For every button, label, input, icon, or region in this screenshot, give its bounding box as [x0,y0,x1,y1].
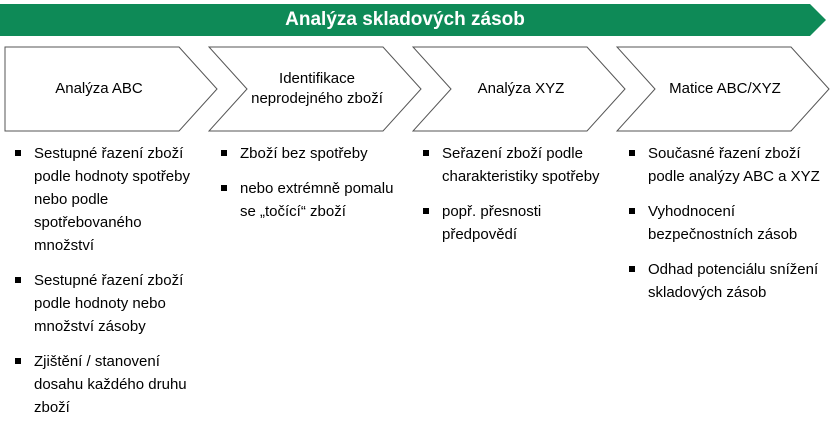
step-3-chevron [412,46,626,132]
column-4: Současné řazení zboží podle analýzy ABC … [626,142,836,316]
step-1-label: Analýza ABC [55,80,143,97]
banner [0,4,826,36]
list-item: popř. přesnosti předpovědí [420,200,605,246]
column-4-list: Současné řazení zboží podle analýzy ABC … [626,142,836,304]
step-3-label: Analýza XYZ [477,80,565,97]
column-2: Zboží bez spotřeby nebo extrémně pomalu … [218,142,398,235]
step-1-chevron [4,46,218,132]
list-item: Zjištění / stanovení dosahu každého druh… [12,350,202,419]
list-item: Sestupné řazení zboží podle hodnoty nebo… [12,269,202,338]
column-1-list: Sestupné řazení zboží podle hodnoty spot… [12,142,202,419]
banner-title: Analýza skladových zásob [285,9,525,30]
list-item: nebo extrémně pomalu se „točící“ zboží [218,177,398,223]
list-item: Vyhodnocení bezpečnostních zásob [626,200,836,246]
step-4-chevron [616,46,830,132]
column-3: Seřazení zboží podle charakteristiky spo… [420,142,605,258]
list-item: Sestupné řazení zboží podle hodnoty spot… [12,142,202,257]
list-item: Současné řazení zboží podle analýzy ABC … [626,142,836,188]
list-item: Odhad potenciálu snížení skladových záso… [626,258,836,304]
column-2-list: Zboží bez spotřeby nebo extrémně pomalu … [218,142,398,223]
list-item: Seřazení zboží podle charakteristiky spo… [420,142,605,188]
step-2-chevron [208,46,422,132]
step-4-label: Matice ABC/XYZ [669,80,781,97]
column-1: Sestupné řazení zboží podle hodnoty spot… [12,142,202,431]
banner-arrow-shape [0,4,826,36]
column-3-list: Seřazení zboží podle charakteristiky spo… [420,142,605,246]
list-item: Zboží bez spotřeby [218,142,398,165]
